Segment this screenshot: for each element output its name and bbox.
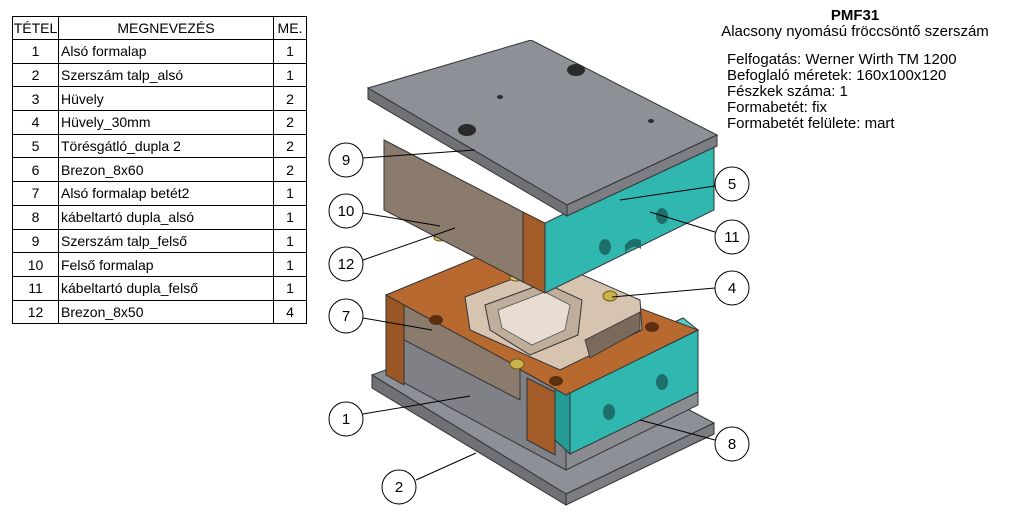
callout-8-label: 8: [728, 436, 736, 453]
item-number: 10: [12, 252, 59, 277]
callout-7-label: 7: [342, 308, 350, 325]
callout-12-label: 12: [338, 256, 355, 273]
item-qty: 1: [273, 275, 307, 301]
callout-2: 2: [381, 452, 477, 505]
callout-11: 11: [649, 211, 750, 255]
bom-header-qty: ME.: [273, 16, 307, 40]
item-name: Szerszám talp_alsó: [58, 62, 274, 88]
callout-4-label: 4: [728, 280, 736, 297]
item-qty: 1: [273, 252, 307, 277]
spec-dimensions: Befoglaló méretek: 160x100x120: [727, 67, 947, 84]
callout-1: 1: [328, 395, 471, 437]
item-number: 7: [12, 181, 59, 206]
item-name: Brezon_8x50: [58, 299, 274, 325]
item-qty: 4: [273, 299, 307, 325]
item-name: Brezon_8x60: [58, 157, 274, 183]
item-qty: 1: [273, 62, 307, 88]
callout-8: 8: [639, 419, 750, 462]
upper-clamp-plate: [366, 40, 719, 217]
item-qty: 1: [273, 228, 307, 254]
callout-11-label: 11: [724, 229, 740, 246]
item-number: 3: [12, 86, 59, 112]
spec-insert-surface: Formabetét felülete: mart: [727, 115, 895, 132]
item-number: 8: [12, 204, 59, 230]
spec-list: Felfogatás: Werner Wirth TM 1200 Befogla…: [727, 52, 957, 132]
item-number: 5: [12, 133, 59, 159]
item-name: Felső formalap: [58, 252, 274, 277]
callout-5-label: 5: [728, 176, 736, 193]
callout-12: 12: [328, 227, 456, 282]
item-number: 4: [12, 110, 59, 135]
callout-9-label: 9: [342, 152, 350, 169]
item-number: 12: [12, 299, 59, 325]
bom-header-row: TÉTEL MEGNEVEZÉS ME.: [12, 16, 307, 40]
title-block: PMF31 Alacsony nyomású fröccsöntő szersz…: [690, 8, 1020, 40]
callout-4: 4: [611, 270, 750, 306]
mold-assembly-drawing: 9 10 12 7 1 2 5 11 4: [328, 40, 750, 506]
drawing-subtitle: Alacsony nyomású fröccsöntő szerszám: [721, 23, 989, 40]
item-name: Törésgátló_dupla 2: [58, 133, 274, 159]
callout-9: 9: [328, 142, 476, 178]
item-qty: 1: [273, 39, 307, 64]
bom-header-name: MEGNEVEZÉS: [58, 16, 274, 40]
callout-7: 7: [328, 298, 433, 334]
spec-insert: Formabetét: fix: [727, 99, 828, 116]
callout-5: 5: [619, 166, 750, 202]
item-qty: 2: [273, 86, 307, 112]
item-name: Alsó formalap: [58, 39, 274, 64]
item-name: kábeltartó dupla_alsó: [58, 204, 274, 230]
item-number: 1: [12, 39, 59, 64]
item-number: 2: [12, 62, 59, 88]
item-name: Hüvely_30mm: [58, 110, 274, 135]
item-qty: 2: [273, 133, 307, 159]
item-name: Alsó formalap betét2: [58, 181, 274, 206]
item-number: 9: [12, 228, 59, 254]
drawing-code: PMF31: [830, 7, 880, 24]
item-name: kábeltartó dupla_felső: [58, 275, 274, 301]
item-name: Szerszám talp_felső: [58, 228, 274, 254]
spec-cavities: Fészkek száma: 1: [727, 83, 848, 100]
item-name: Hüvely: [58, 86, 274, 112]
item-number: 11: [12, 275, 59, 301]
callout-2-label: 2: [395, 479, 403, 496]
spec-clamping: Felfogatás: Werner Wirth TM 1200: [727, 51, 957, 68]
item-qty: 2: [273, 157, 307, 183]
callout-10-label: 10: [338, 203, 355, 220]
callout-1-label: 1: [342, 411, 350, 428]
bom-header-item: TÉTEL: [12, 16, 59, 40]
callout-10: 10: [328, 193, 441, 229]
item-number: 6: [12, 157, 59, 183]
